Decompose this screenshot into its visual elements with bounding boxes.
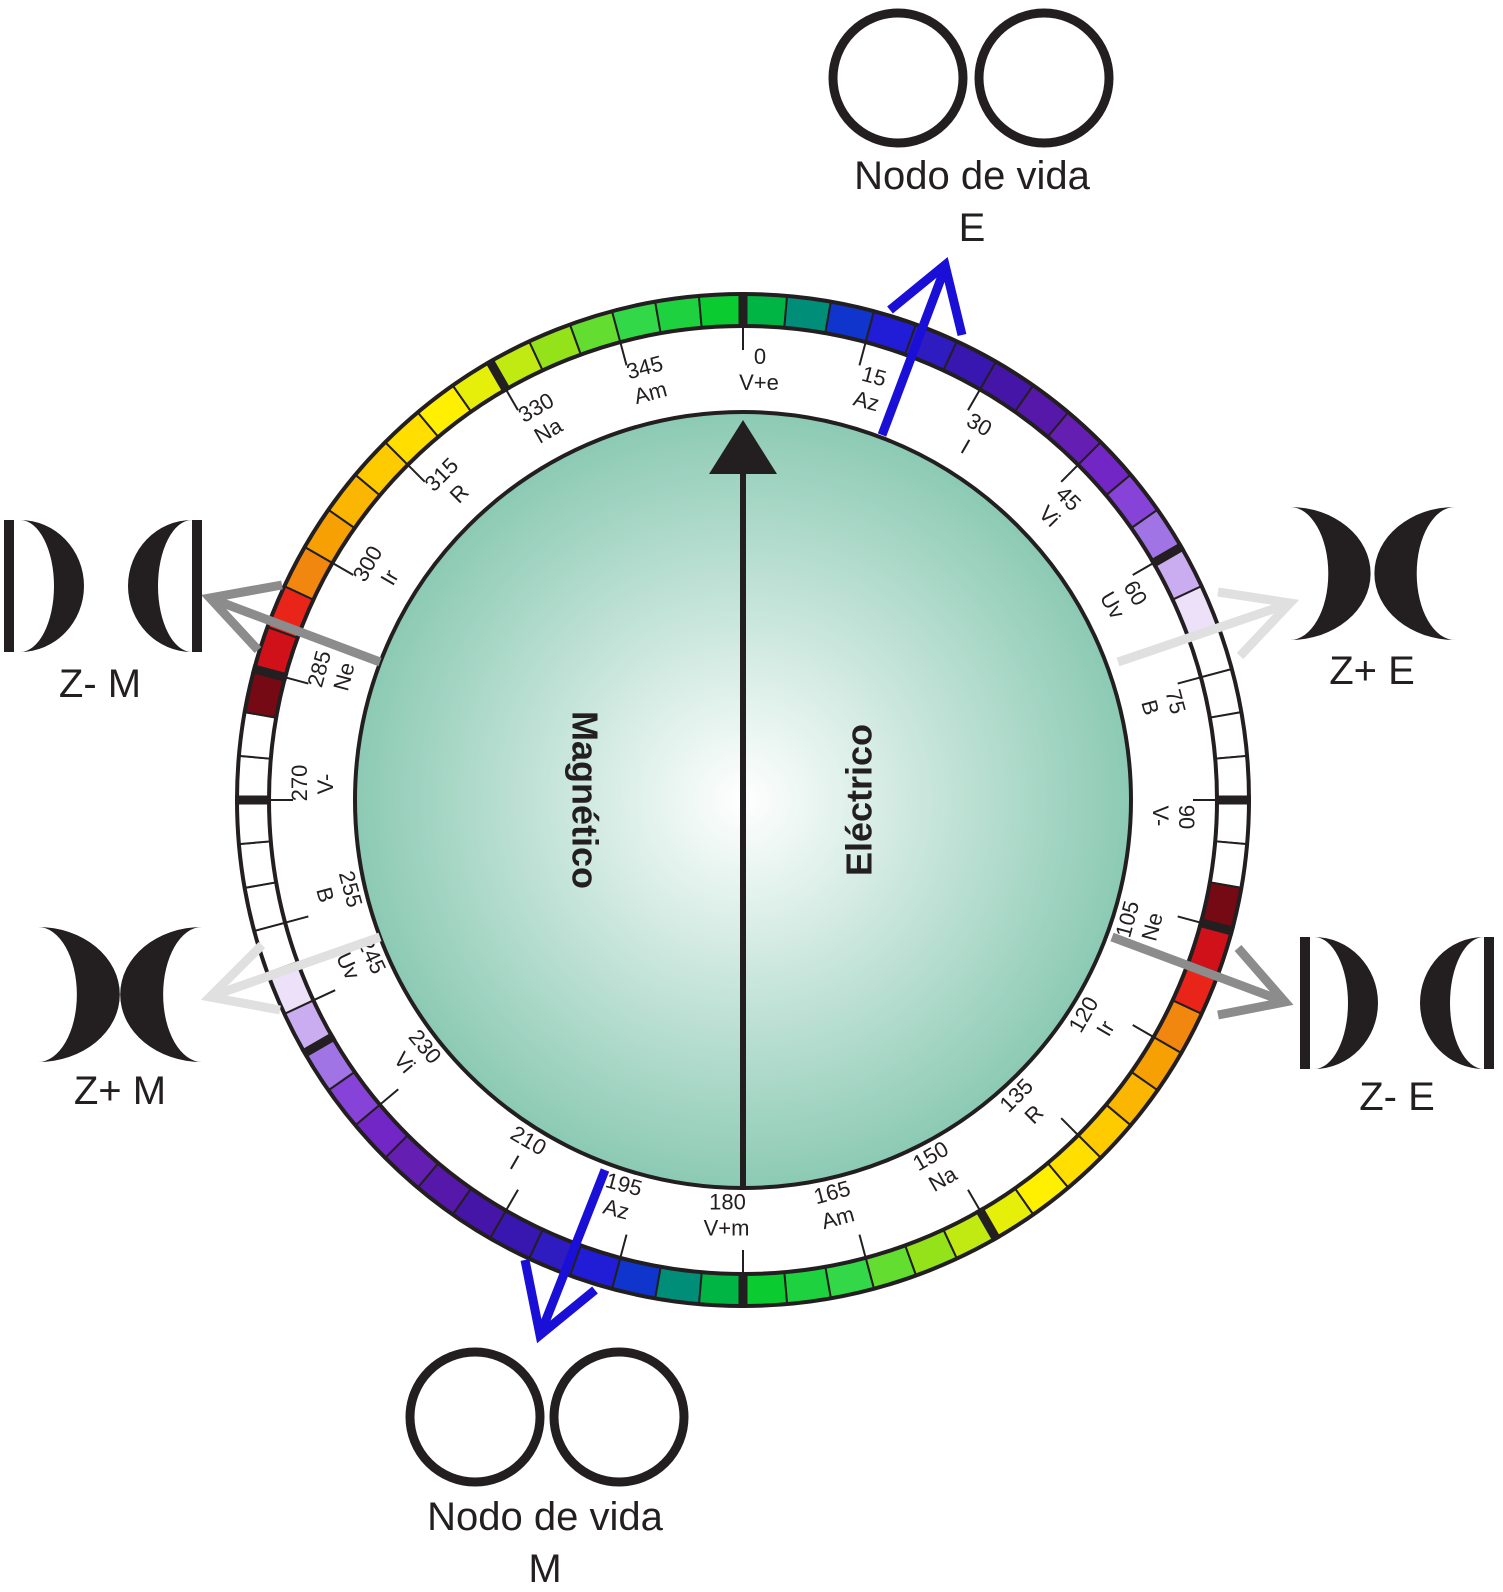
scale-tick [858, 341, 867, 366]
z-plus-m-label: Z+ M [74, 1069, 166, 1113]
z-minus-m-symbol-icon [4, 520, 202, 652]
scale-degree-label: 180 [709, 1190, 746, 1215]
life-node-m-icon [405, 1347, 689, 1487]
scale-tick [1177, 915, 1202, 924]
scale-degree-label: 90 [1174, 805, 1199, 829]
scale-abbreviation-label: V- [313, 774, 338, 795]
magnetic-label: Magnético [564, 711, 605, 889]
scale-tick [1132, 1024, 1154, 1038]
scale-tick [858, 1234, 867, 1259]
z-plus-m-symbol-icon [38, 926, 202, 1062]
scale-tick [1132, 562, 1154, 576]
scale-tick [284, 915, 309, 924]
ring-cell [235, 799, 272, 846]
vertical-axis-arrowhead [709, 420, 777, 474]
scale-tick [332, 562, 354, 576]
scale-tick [407, 464, 426, 483]
ring-cell [1214, 754, 1251, 801]
scale-abbreviation-label: V- [1148, 806, 1173, 827]
major-tick [1149, 542, 1186, 568]
scale-tick [505, 389, 519, 411]
z-plus-m-arrow [200, 932, 382, 1015]
scale-tick [967, 389, 981, 411]
scale-degree-label: 0 [754, 344, 766, 369]
z-minus-m-label: Z- M [59, 662, 141, 706]
major-tick [975, 1206, 1001, 1243]
scale-tick [1177, 676, 1202, 685]
scale-tick [284, 676, 309, 685]
scale-tick [505, 1189, 519, 1211]
scale-abbreviation-label: V+m [704, 1215, 750, 1240]
scale-abbreviation-label: B [311, 885, 339, 906]
scale-degree-label: 270 [287, 765, 312, 802]
z-plus-e-label: Z+ E [1329, 649, 1415, 693]
scale-tick [1060, 464, 1079, 483]
life-node-e-letter: E [959, 206, 986, 250]
life-node-e-title: Nodo de vida [854, 154, 1090, 198]
z-plus-e-symbol-icon [1290, 507, 1455, 640]
z-minus-e-symbol-icon [1300, 937, 1494, 1069]
major-tick [251, 664, 289, 683]
z-minus-e-arrow [1110, 932, 1294, 1020]
major-tick [300, 1032, 337, 1058]
scale-tick [619, 341, 628, 366]
ring-cell [742, 292, 789, 329]
life-node-m-letter: M [528, 1547, 561, 1587]
electric-label: Eléctrico [839, 724, 880, 876]
ring-cell [1214, 799, 1251, 846]
z-minus-e-label: Z- E [1359, 1075, 1435, 1119]
ring-cell [742, 1271, 789, 1308]
ring-cell [697, 1271, 744, 1308]
major-tick-marks [235, 292, 1251, 1308]
scale-abbreviation-label: V+e [739, 370, 779, 395]
scale-tick [967, 1189, 981, 1211]
scale-abbreviation-label: B [1136, 697, 1164, 718]
life-node-m-arrow [520, 1168, 610, 1344]
scale-tick [379, 1088, 399, 1106]
life-node-e-icon [828, 8, 1114, 148]
major-tick [1197, 917, 1235, 936]
ring-cell [235, 754, 272, 801]
scale-tick-marks [269, 326, 1217, 1274]
z-plus-e-arrow [1116, 587, 1300, 667]
scale-tick [1060, 1117, 1079, 1136]
scale-tick [619, 1234, 628, 1259]
scale-tick [312, 989, 336, 1002]
life-node-m-title: Nodo de vida [427, 1495, 663, 1539]
z-minus-m-arrow [201, 580, 382, 667]
ring-cell [697, 292, 744, 329]
major-tick [485, 357, 511, 394]
life-node-e-arrow [877, 256, 967, 437]
